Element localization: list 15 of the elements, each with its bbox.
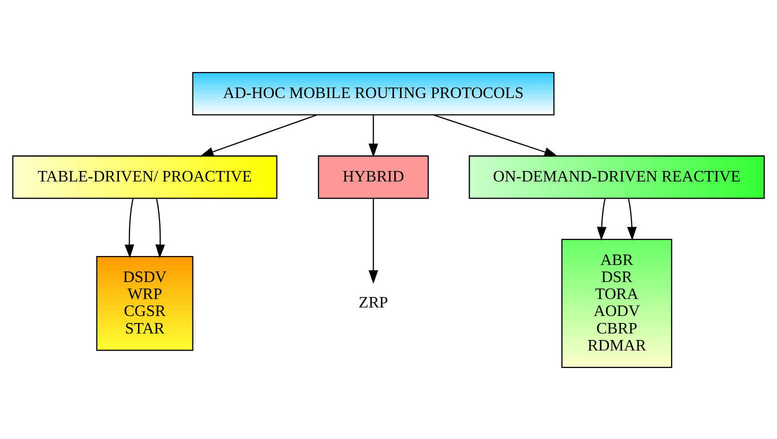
node-box: AD-HOC MOBILE ROUTING PROTOCOLS [192,72,554,115]
node-text: ZRP [358,294,388,312]
arrow [596,198,606,240]
node-box: HYBRID [318,154,429,198]
arrow [627,198,637,240]
arrow [124,198,134,258]
arrow [368,198,378,284]
arrow [368,114,378,157]
node-box: DSDV WRP CGSR STAR [96,256,194,350]
arrow [433,114,558,156]
arrow [155,198,165,258]
node-box: TABLE-DRIVEN/ PROACTIVE [12,154,278,198]
arrow [200,114,318,156]
node-box: ABR DSR TORA AODV CBRP RDMAR [561,238,672,368]
node-box: ON-DEMAND-DRIVEN REACTIVE [468,154,765,198]
